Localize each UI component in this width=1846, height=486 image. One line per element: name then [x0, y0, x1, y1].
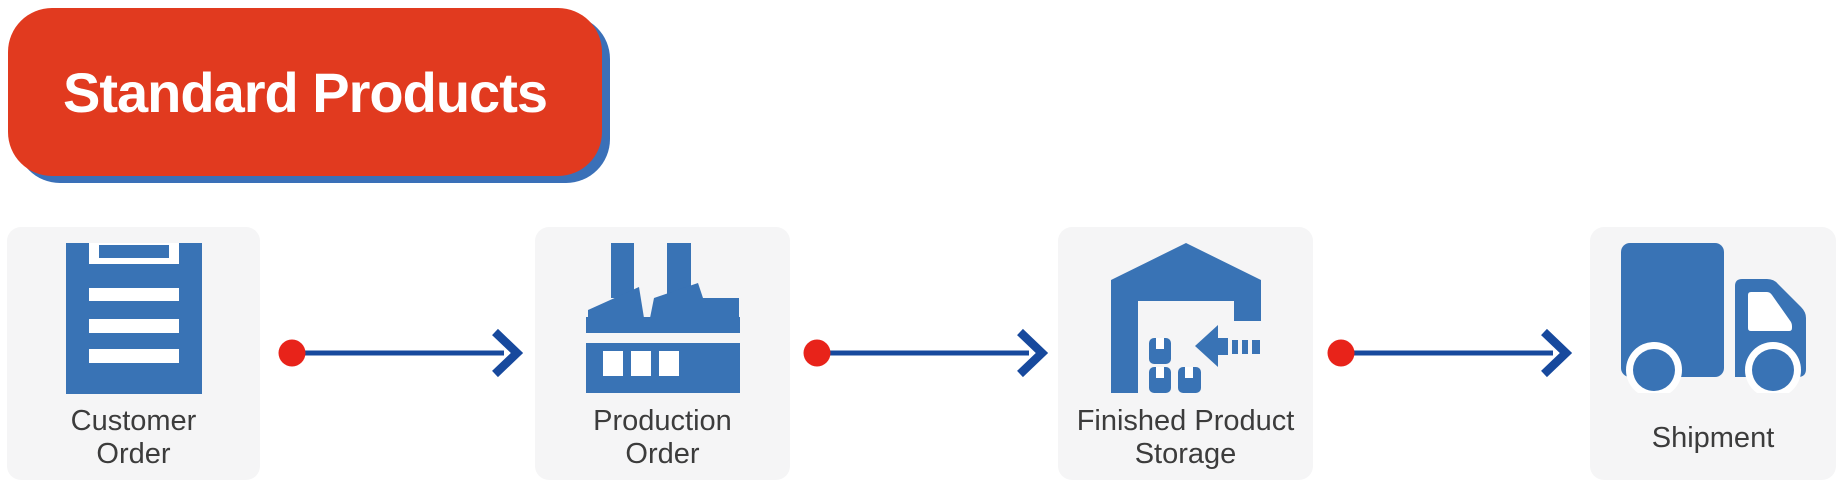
step-card-production-order: Production Order — [535, 227, 790, 480]
standard-products-badge: Standard Products — [8, 8, 602, 176]
step-label-line: Order — [96, 438, 171, 470]
step-label: Production Order — [535, 404, 790, 472]
clipboard-list-icon — [65, 239, 202, 397]
connector-dot — [1327, 339, 1355, 367]
step-label-line: Finished Product — [1076, 405, 1295, 437]
delivery-truck-icon — [1620, 239, 1806, 397]
step-label-line: Customer — [70, 405, 197, 437]
warehouse-receiving-icon — [1110, 239, 1261, 397]
step-label-line: Order — [625, 438, 700, 470]
step-label: Customer Order — [7, 404, 260, 472]
connector-arrowhead-icon — [1017, 328, 1048, 378]
step-label-line: Shipment — [1651, 421, 1775, 454]
step-label-line: Production — [593, 405, 732, 437]
step-card-finished-product-storage: Finished Product Storage — [1058, 227, 1313, 480]
connector-arrowhead-icon — [492, 328, 523, 378]
step-card-shipment: Shipment — [1590, 227, 1836, 480]
badge-label: Standard Products — [63, 60, 548, 124]
step-label: Finished Product Storage — [1058, 404, 1313, 472]
connector-dot — [803, 339, 831, 367]
flow-connector — [278, 323, 523, 383]
connector-arrowhead-icon — [1541, 328, 1572, 378]
flow-connector — [1327, 323, 1572, 383]
factory-icon — [585, 239, 740, 397]
step-label-line: Storage — [1134, 438, 1237, 470]
connector-dot — [278, 339, 306, 367]
flow-connector — [803, 323, 1048, 383]
step-card-customer-order: Customer Order — [7, 227, 260, 480]
step-label: Shipment — [1590, 404, 1836, 472]
